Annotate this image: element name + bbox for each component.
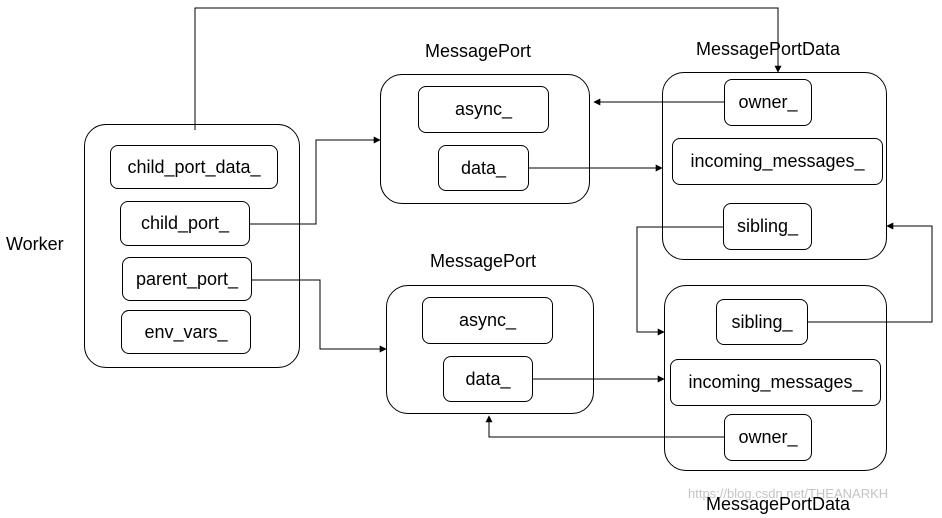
edge-sibling-bottom-to-portdata-top xyxy=(808,222,933,323)
edge-sibling-top-to-portdata-bottom xyxy=(636,226,723,336)
port-bottom-label: MessagePort xyxy=(430,251,537,271)
worker-label: Worker xyxy=(6,234,64,254)
port-bottom-box xyxy=(386,285,594,414)
port-bottom-async-field: async_ xyxy=(422,297,553,344)
portdata-bottom-label: MessagePortData xyxy=(706,494,851,514)
portdata-top-owner-field: owner_ xyxy=(724,79,812,126)
portdata-top-label: MessagePortData xyxy=(696,39,841,59)
child-port-field: child_port_ xyxy=(120,201,250,246)
portdata-bottom-box xyxy=(664,285,887,471)
edge-child-port-data-to-portdata-top xyxy=(194,7,782,130)
parent-port-field: parent_port_ xyxy=(122,257,252,301)
portdata-top-sibling-field: sibling_ xyxy=(723,203,812,250)
env-vars-field: env_vars_ xyxy=(121,310,251,354)
edge-parent-port-to-port-bottom xyxy=(252,279,387,353)
worker-box xyxy=(84,124,300,368)
portdata-top-box xyxy=(662,72,887,260)
port-top-data-field: data_ xyxy=(438,145,529,191)
edge-child-port-to-port-top xyxy=(250,136,381,225)
port-bottom-data-field: data_ xyxy=(443,356,533,402)
portdata-bottom-sibling-field: sibling_ xyxy=(716,299,808,345)
port-top-box xyxy=(380,74,590,204)
portdata-top-incoming-messages-field: incoming_messages_ xyxy=(672,138,883,185)
portdata-bottom-incoming-messages-field: incoming_messages_ xyxy=(670,359,881,406)
edge-owner-bottom-to-port-bottom xyxy=(485,415,724,438)
port-top-label: MessagePort xyxy=(425,41,532,61)
portdata-bottom-owner-field: owner_ xyxy=(724,414,812,461)
child-port-data-field: child_port_data_ xyxy=(110,145,278,189)
port-top-async-field: async_ xyxy=(418,86,549,133)
watermark: https://blog.csdn.net/THEANARKH xyxy=(688,486,889,501)
